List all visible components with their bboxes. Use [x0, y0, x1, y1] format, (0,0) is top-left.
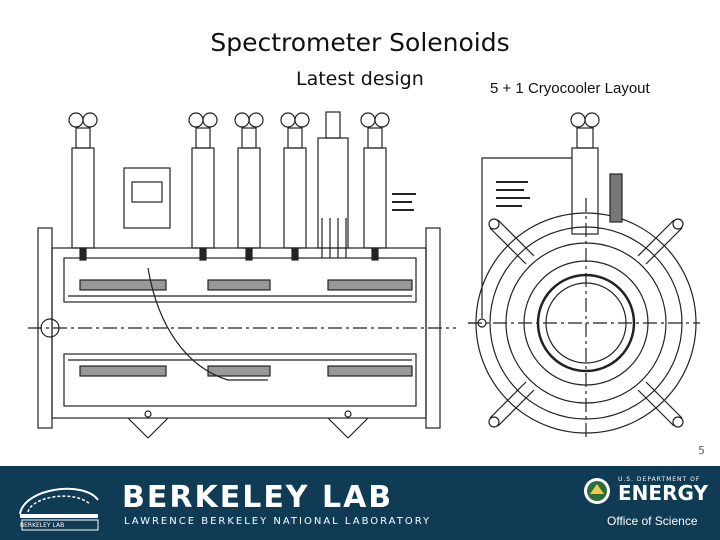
doe-department-label: U.S. DEPARTMENT OF	[618, 476, 701, 483]
office-of-science-label: Office of Science	[607, 514, 698, 528]
slide-title: Spectrometer Solenoids	[210, 28, 510, 57]
footer-bar: BERKELEY LAB BERKELEY LAB LAWRENCE BERKE…	[0, 466, 720, 540]
solenoid-engineering-drawing	[28, 111, 700, 439]
logo-caption: BERKELEY LAB	[20, 522, 65, 529]
berkeley-lab-building-logo	[19, 487, 99, 531]
page-number: 5	[698, 444, 705, 457]
cryocooler-layout-caption: 5 + 1 Cryocooler Layout	[490, 80, 650, 97]
lab-full-name: LAWRENCE BERKELEY NATIONAL LABORATORY	[124, 516, 432, 527]
doe-seal-logo	[584, 478, 610, 504]
berkeley-lab-wordmark: BERKELEY LAB	[122, 480, 394, 515]
latest-design-caption: Latest design	[296, 68, 424, 90]
doe-energy-wordmark: ENERGY	[618, 481, 708, 505]
side-view	[28, 111, 456, 439]
end-view	[468, 112, 700, 438]
